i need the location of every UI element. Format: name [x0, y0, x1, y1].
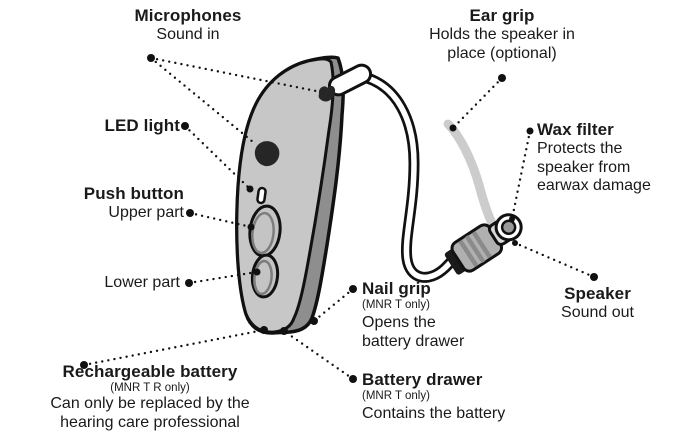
callout-lower-part-line [187, 270, 259, 285]
label-battery-drawer: Battery drawer (MNR T only) Contains the… [362, 370, 562, 424]
microphone-port-top-icon [318, 85, 336, 102]
rechargeable-battery-note: (MNR T R only) [110, 381, 190, 394]
callout-speaker-line [513, 241, 596, 279]
label-wax-filter: Wax filter Protects the speaker from ear… [537, 120, 679, 196]
callout-wax-filter-line [510, 129, 532, 221]
label-led-light: LED light [50, 116, 180, 136]
speaker-bands [458, 230, 492, 268]
battery-drawer-desc: Contains the battery [362, 405, 506, 423]
led-light-window [256, 186, 267, 205]
callout-battery-drawer-line [282, 329, 355, 381]
callout-nail-grip-line [312, 287, 355, 323]
label-microphones: Microphones Sound in [108, 6, 268, 45]
label-rechargeable-battery: Rechargeable battery (MNR T R only) Can … [10, 362, 290, 433]
speaker-desc: Sound out [561, 303, 634, 321]
battery-drawer-title: Battery drawer [362, 370, 483, 389]
rechargeable-battery-desc-line2: hearing care professional [60, 413, 240, 431]
ear-grip-desc-line1: Holds the speaker in [429, 25, 575, 43]
battery-drawer-note: (MNR T only) [362, 389, 430, 402]
push-button-title: Push button [83, 184, 184, 203]
ear-grip-shape [443, 119, 496, 226]
speaker-title: Speaker [564, 284, 631, 303]
label-push-button: Push button Upper part [46, 184, 184, 223]
rechargeable-battery-title: Rechargeable battery [62, 362, 238, 381]
speaker-wire [358, 70, 466, 283]
nail-grip-note: (MNR T only) [362, 298, 430, 311]
push-button-lower [250, 253, 280, 299]
ear-grip-title: Ear grip [469, 6, 535, 25]
microphone-port-front-icon [254, 141, 280, 167]
nail-grip-title: Nail grip [362, 279, 431, 298]
callout-lines [82, 56, 596, 381]
ear-grip-desc-line2: place (optional) [447, 44, 557, 62]
label-nail-grip: Nail grip (MNR T only) Opens the battery… [362, 279, 512, 352]
push-button-desc: Upper part [108, 203, 184, 221]
rechargeable-battery-desc-line1: Can only be replaced by the [50, 395, 250, 413]
callout-dots [80, 54, 598, 383]
microphones-title: Microphones [134, 6, 242, 25]
label-speaker: Speaker Sound out [545, 284, 650, 323]
nail-grip-desc-line2: battery drawer [362, 332, 465, 350]
label-lower-part: Lower part [46, 274, 180, 293]
callout-ear-grip-line [451, 76, 504, 130]
wax-filter-icon [500, 219, 517, 236]
speaker-unit [444, 213, 523, 275]
wax-filter-desc-line2: speaker from [537, 158, 631, 176]
callout-upper-part-line [188, 211, 253, 229]
led-light-title: LED light [104, 116, 180, 135]
wax-filter-desc-line1: Protects the [537, 139, 623, 157]
label-ear-grip: Ear grip Holds the speaker in place (opt… [402, 6, 602, 63]
callout-rechargeable-line [82, 328, 266, 367]
microphones-desc: Sound in [156, 25, 220, 43]
wax-filter-title: Wax filter [537, 120, 614, 139]
lower-part-desc: Lower part [104, 274, 180, 291]
callout-led-line [183, 124, 251, 190]
hearing-aid-body [235, 55, 373, 335]
wax-filter-desc-line3: earwax damage [537, 177, 651, 195]
nail-grip-desc-line1: Opens the [362, 314, 436, 332]
